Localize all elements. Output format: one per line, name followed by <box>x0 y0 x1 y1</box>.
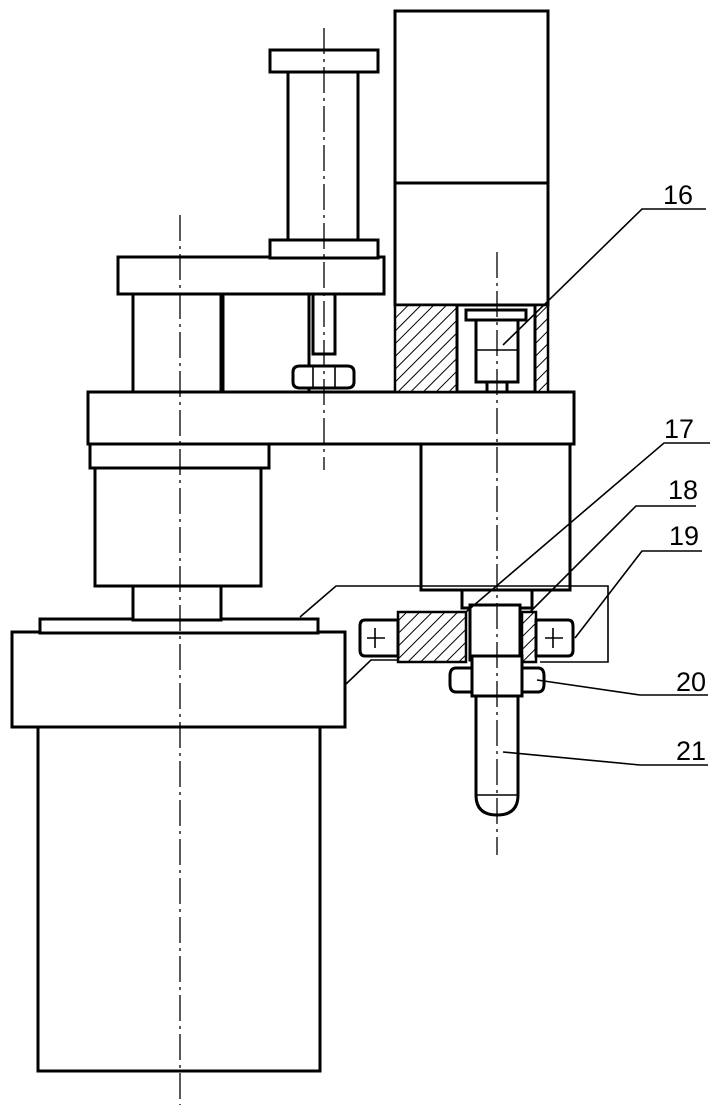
motor-block <box>393 9 550 394</box>
bolt-19 <box>358 618 575 658</box>
mounting-bracket <box>299 585 609 686</box>
callout-21: 21 <box>676 736 706 766</box>
callout-16: 16 <box>663 180 693 210</box>
main-plate <box>86 390 576 446</box>
leader-lines <box>465 208 710 766</box>
callout-17: 17 <box>664 414 694 444</box>
right-spindle-housing <box>419 442 572 592</box>
main-cylinder <box>10 617 347 1073</box>
callout-19: 19 <box>669 521 699 551</box>
sleeve-18 <box>468 603 522 662</box>
callout-20: 20 <box>676 667 706 697</box>
callout-18: 18 <box>668 475 698 505</box>
coupling-16 <box>464 308 528 394</box>
center-lines <box>179 28 498 1105</box>
